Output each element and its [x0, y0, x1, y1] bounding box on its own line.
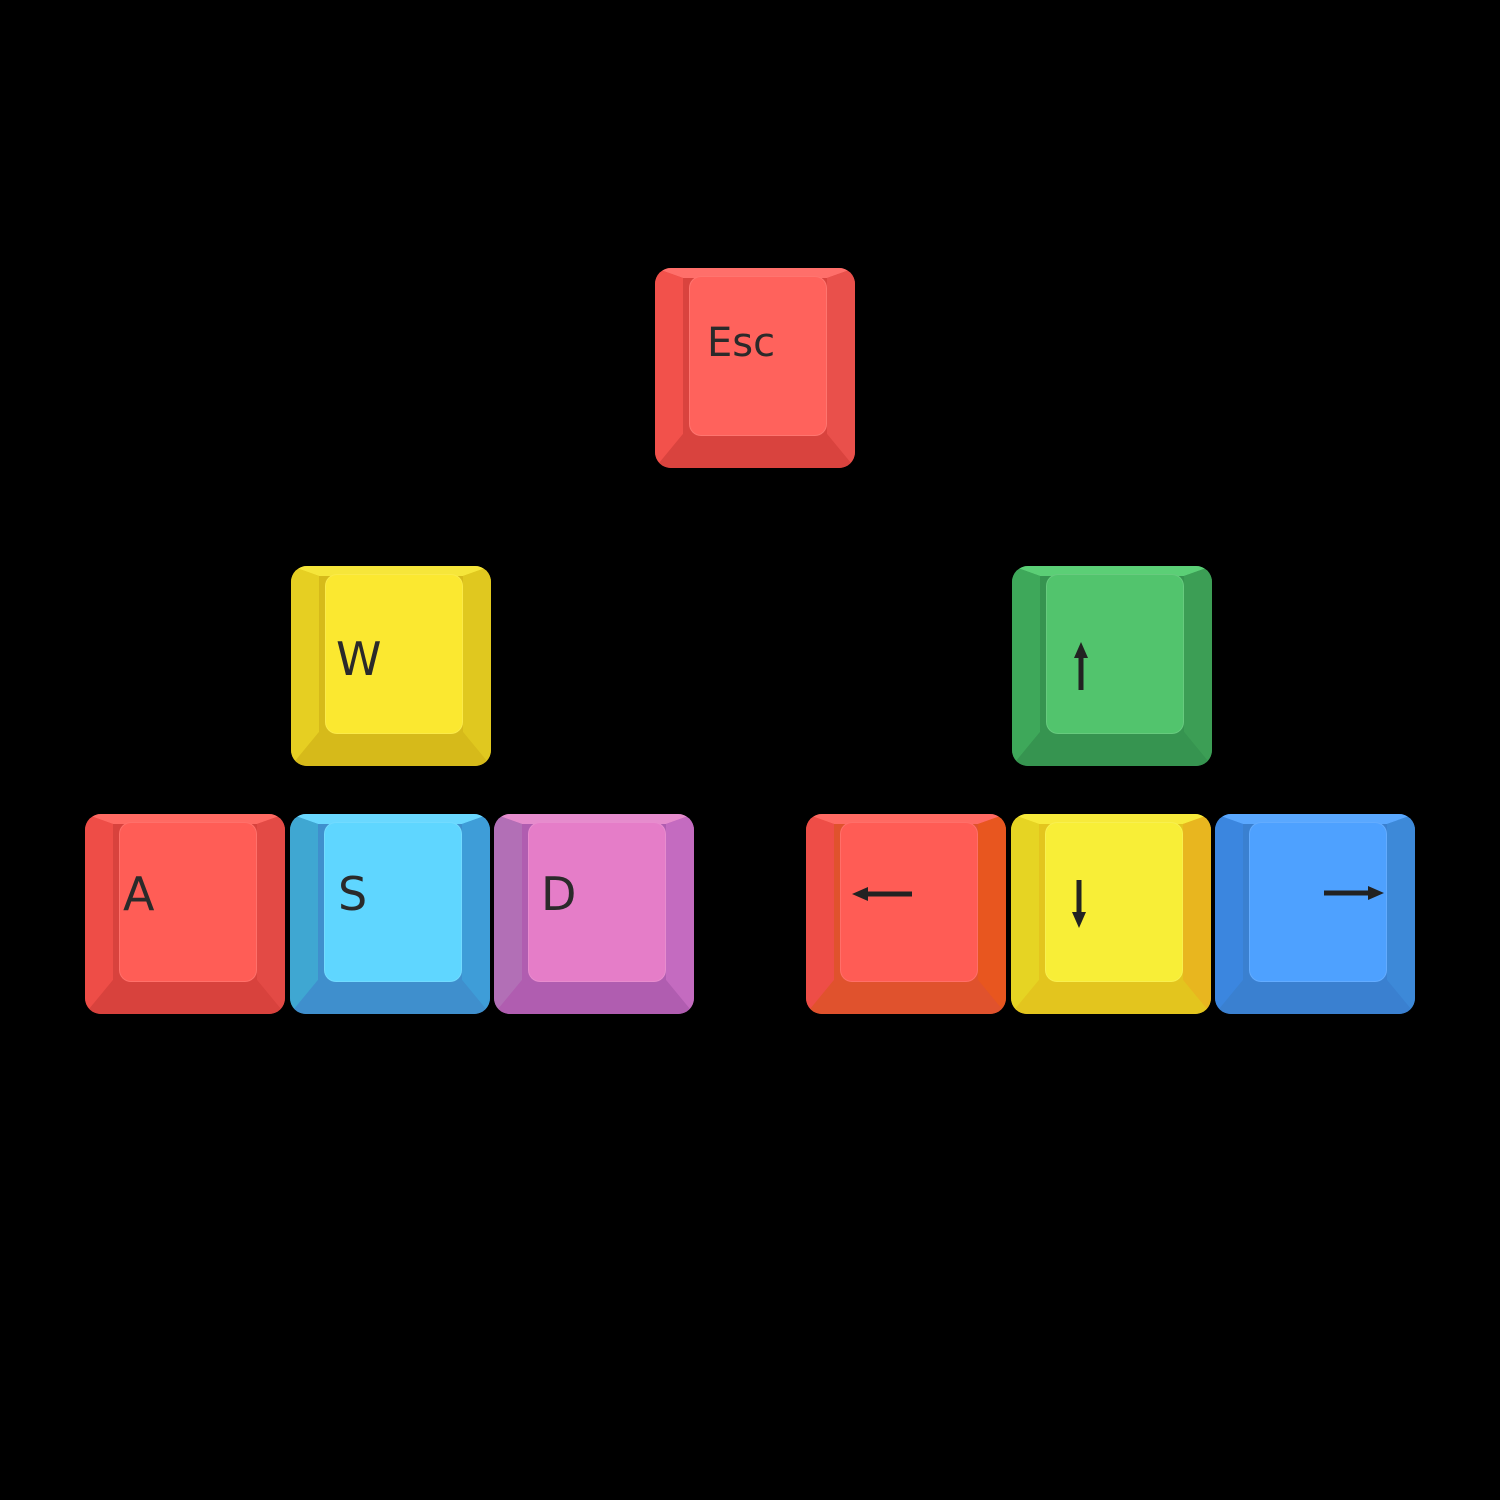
arrow-left-icon — [852, 887, 912, 901]
d-key[interactable]: D — [494, 814, 694, 1014]
w-key[interactable]: W — [291, 566, 491, 766]
a-key[interactable]: A — [85, 814, 285, 1014]
d-key-label: D — [541, 867, 577, 921]
w-key-label: W — [336, 632, 382, 686]
arrow-down-icon — [1072, 880, 1086, 928]
arrow-up-key[interactable] — [1012, 566, 1212, 766]
a-key-label: A — [123, 867, 155, 921]
esc-key-label: Esc — [707, 320, 776, 366]
esc-key[interactable]: Esc — [655, 268, 855, 468]
arrow-left-key[interactable] — [806, 814, 1006, 1014]
arrow-up-icon — [1074, 642, 1088, 690]
s-key-label: S — [338, 867, 368, 921]
s-key[interactable]: S — [290, 814, 490, 1014]
arrow-down-key[interactable] — [1011, 814, 1211, 1014]
arrow-right-icon — [1324, 886, 1384, 900]
arrow-right-key[interactable] — [1215, 814, 1415, 1014]
